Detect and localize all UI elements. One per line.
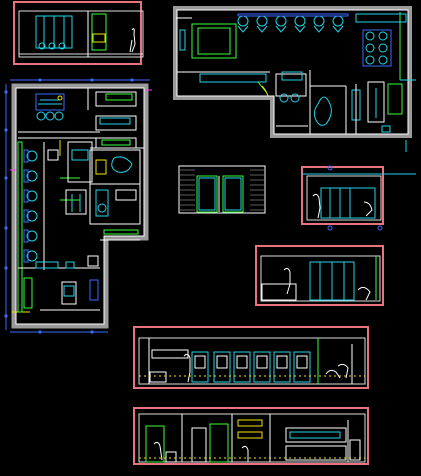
elevation-top-left (13, 1, 144, 65)
elevation-bottom-1 (133, 326, 369, 389)
elevation-mid-right-1 (301, 165, 416, 231)
floor-plan-right (173, 6, 416, 152)
floor-plan-left (4, 78, 152, 334)
elevation-bottom-2 (133, 407, 369, 465)
elevation-small-center (178, 165, 266, 214)
elevation-mid-right-2 (255, 245, 384, 306)
